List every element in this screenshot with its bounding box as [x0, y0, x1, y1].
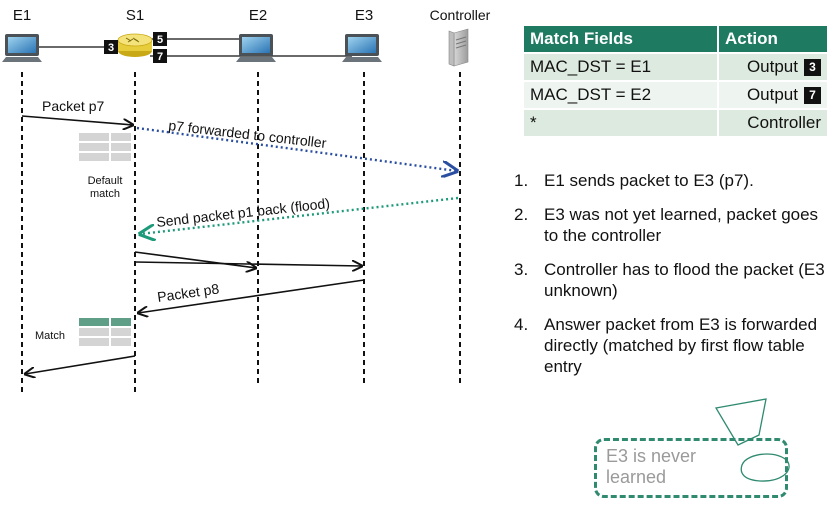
switch-icon: [117, 33, 153, 57]
arrow-packet-p8: [138, 279, 365, 313]
monitor-icon: [2, 34, 42, 62]
action-cell: Controller: [717, 108, 829, 138]
note-text: E3 is never learned: [606, 446, 697, 487]
node-label-controller: Controller: [430, 7, 491, 23]
table-row: MAC_DST = E2 Output 7: [522, 80, 829, 110]
port-badge-5: [153, 32, 167, 46]
label-p7-forwarded: p7 forwarded to controller: [168, 117, 328, 151]
table-row: * Controller: [522, 108, 829, 138]
action-label: Output: [746, 85, 798, 104]
port-badge: 7: [804, 86, 821, 104]
list-item: 3. Controller has to flood the packet (E3…: [514, 259, 834, 301]
arrow-flood-e3: [134, 262, 362, 266]
action-label: Output: [746, 57, 798, 76]
label-default-match-2: match: [90, 188, 120, 200]
port-badge: 3: [804, 58, 821, 76]
match-cell: MAC_DST = E1: [522, 52, 719, 82]
label-default-match-1: Default: [88, 175, 123, 187]
action-cell: Output 3: [717, 52, 829, 82]
flow-table: Match Fields Action MAC_DST = E1 Output 3…: [522, 24, 829, 138]
arrow-p7-forwarded: [136, 126, 457, 171]
flow-table-mini-match: [79, 318, 131, 346]
list-item: 2. E3 was not yet learned, packet goes to…: [514, 204, 834, 246]
label-match: Match: [35, 330, 65, 342]
flow-table-mini-default: [79, 133, 131, 161]
step-text: E3 was not yet learned, packet goes to t…: [544, 205, 819, 245]
doodle-sketch: [714, 398, 790, 482]
header-action: Action: [717, 24, 829, 54]
step-text: E1 sends packet to E3 (p7).: [544, 171, 754, 190]
action-cell: Output 7: [717, 80, 829, 110]
label-send-p1-back: Send packet p1 back (flood): [156, 195, 331, 230]
table-row: MAC_DST = E1 Output 3: [522, 52, 829, 82]
node-label-e3: E3: [355, 7, 373, 24]
step-number: 1.: [514, 171, 529, 190]
node-label-e1: E1: [13, 7, 31, 24]
arrow-forward-e1: [25, 355, 136, 374]
label-packet-p7: Packet p7: [42, 98, 104, 114]
arrow-flood-e2: [134, 251, 256, 268]
monitor-icon: [342, 34, 382, 62]
list-item: 1. E1 sends packet to E3 (p7).: [514, 170, 834, 191]
node-label-s1: S1: [126, 7, 144, 24]
step-number: 4.: [514, 315, 529, 334]
port-badge-7: [153, 49, 167, 63]
monitor-icon: [236, 34, 276, 62]
port-badge-3: [104, 40, 118, 54]
step-text: Controller has to flood the packet (E3 u…: [544, 260, 825, 300]
match-cell: MAC_DST = E2: [522, 80, 719, 110]
note-box: [594, 438, 788, 498]
server-icon: [448, 28, 469, 67]
node-label-e2: E2: [249, 7, 267, 24]
arrow-packet-p7: [21, 115, 133, 125]
label-packet-p8: Packet p8: [156, 280, 220, 305]
match-cell: *: [522, 108, 719, 138]
steps-list: 1. E1 sends packet to E3 (p7). 2. E3 was n…: [514, 170, 834, 390]
header-match-fields: Match Fields: [522, 24, 719, 54]
port-label-3: 3: [108, 42, 114, 54]
step-text: Answer packet from E3 is forwarded direc…: [544, 315, 818, 376]
arrow-send-p1-back: [140, 196, 459, 234]
port-label-5: 5: [157, 34, 163, 46]
step-number: 2.: [514, 205, 529, 224]
port-label-7: 7: [157, 51, 163, 63]
step-number: 3.: [514, 260, 529, 279]
list-item: 4. Answer packet from E3 is forwarded dir…: [514, 314, 834, 377]
